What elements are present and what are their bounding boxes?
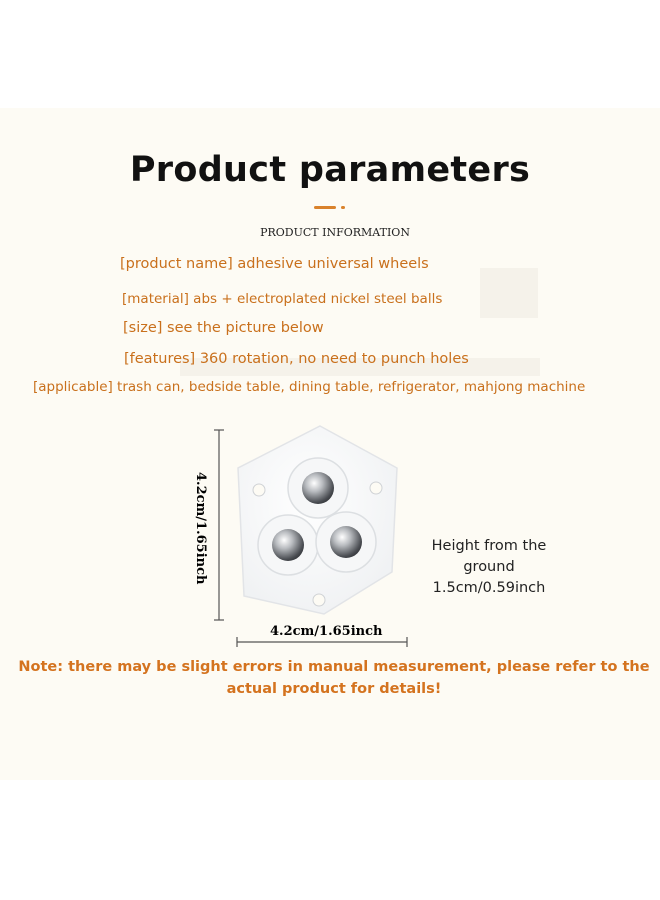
steel-ball [272,529,304,561]
mount-hole [369,481,383,495]
info-material: [material] abs + electroplated nickel st… [122,291,443,307]
highlight-band [480,268,538,318]
info-features: [features] 360 rotation, no need to punc… [124,351,469,367]
highlight-band [180,358,540,376]
info-product-name: [product name] adhesive universal wheels [120,256,429,272]
page-title: Product parameters [129,150,531,190]
mount-hole [252,483,266,497]
height-line-1: Height from the [431,538,547,554]
height-dimension-label: 4.2cm/1.65inch [193,472,208,585]
steel-ball [330,526,362,558]
height-line-3: 1.5cm/0.59inch [432,580,546,596]
steel-ball [302,472,334,504]
mount-hole [312,593,326,607]
section-subtitle: PRODUCT INFORMATION [260,226,410,239]
title-accent-bar [314,206,336,209]
caster-base [237,425,398,615]
info-size: [size] see the picture below [123,320,324,336]
title-accent-dot [341,206,345,209]
height-line-2: ground [463,559,515,575]
width-dimension-label: 4.2cm/1.65inch [270,624,383,639]
height-from-ground-text: Height from the ground 1.5cm/0.59inch [418,536,560,599]
caster-diagram: 4.2cm/1.65inch 4.2cm/1.65inch [193,425,408,647]
info-applicable: [applicable] trash can, bedside table, d… [33,379,586,395]
measurement-note: Note: there may be slight errors in manu… [18,659,650,697]
